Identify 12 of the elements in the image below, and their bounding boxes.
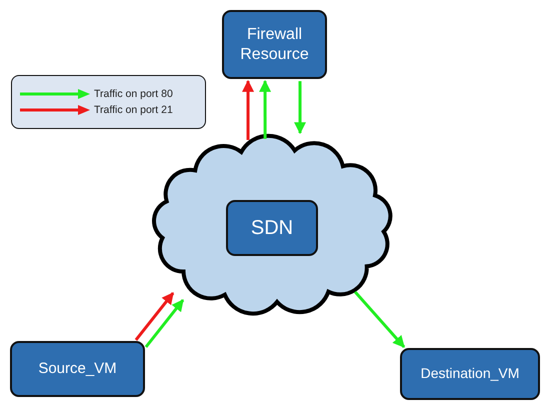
- process-box: SDN: [226, 200, 318, 256]
- arrow: [294, 81, 306, 134]
- arrow: [259, 80, 272, 139]
- arrow: [144, 299, 184, 348]
- process-box: Firewall Resource: [222, 10, 327, 79]
- process-box: Destination_VM: [400, 348, 540, 400]
- legend-label: Traffic on port 21: [94, 104, 173, 116]
- legend-label: Traffic on port 80: [94, 88, 173, 100]
- arrow: [242, 80, 254, 140]
- arrow: [134, 292, 174, 341]
- process-box: Source_VM: [10, 341, 145, 397]
- arrow: [354, 290, 406, 348]
